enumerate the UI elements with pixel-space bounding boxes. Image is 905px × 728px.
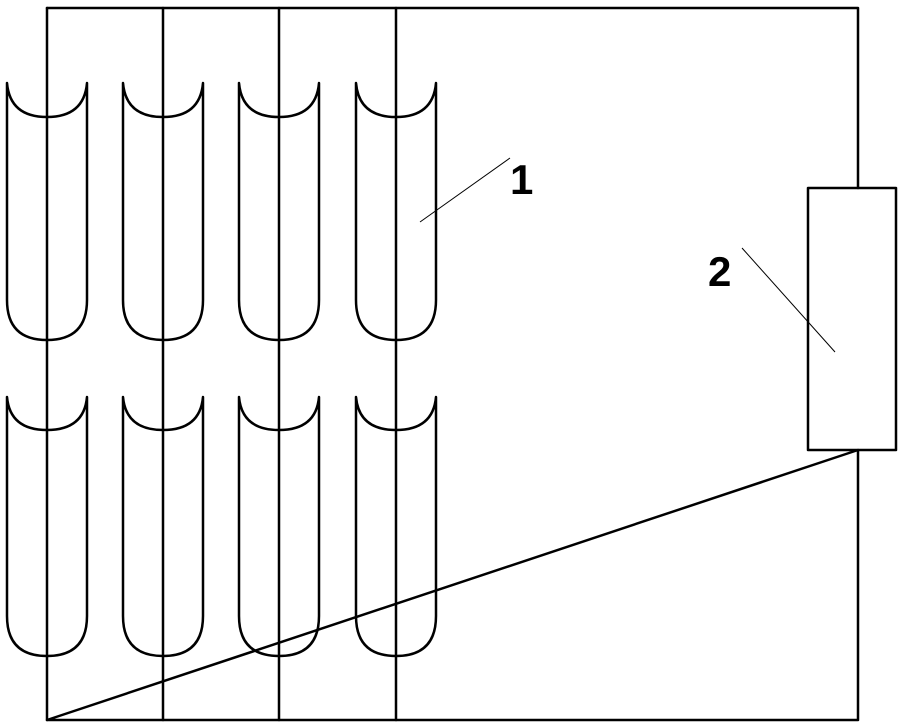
load-reference-label: 2 [708,248,731,295]
tube-reference-label: 1 [510,156,533,203]
